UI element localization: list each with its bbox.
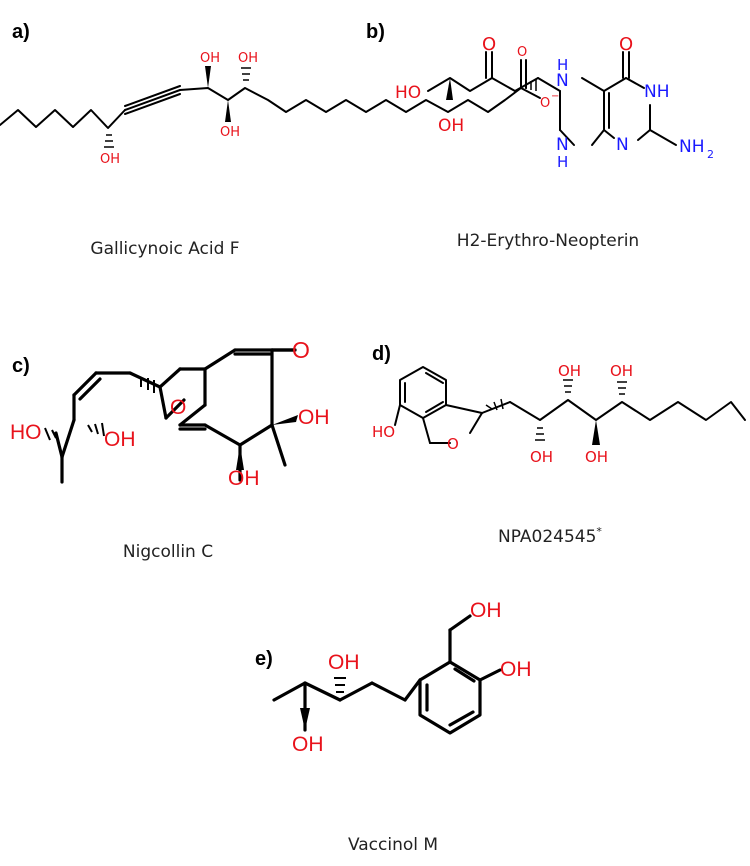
oh-label: OH bbox=[104, 428, 136, 451]
ring-o-label: O bbox=[447, 435, 459, 453]
carbonyl-o-label: O bbox=[517, 45, 527, 60]
compound-name-e: Vaccinol M bbox=[348, 835, 438, 855]
nh-label: NH bbox=[644, 82, 670, 102]
oh-label: OH bbox=[100, 152, 120, 167]
n-label: H bbox=[557, 56, 568, 74]
bonds-a bbox=[0, 59, 541, 129]
ho-label: HO bbox=[372, 423, 395, 441]
carbonyl-o-label: O bbox=[619, 34, 633, 55]
compound-name-a: Gallicynoic Acid F bbox=[90, 239, 239, 259]
ring-o-label: O bbox=[170, 396, 186, 419]
panel-label-e: e) bbox=[255, 648, 273, 670]
wedge-c1 bbox=[236, 445, 244, 470]
structure-c: c) bbox=[10, 337, 330, 562]
bonds-b bbox=[427, 51, 677, 146]
wedge-a2 bbox=[225, 100, 231, 122]
oh-label: OH bbox=[500, 658, 532, 681]
compound-name-d: NPA024545* bbox=[498, 525, 602, 547]
n-label: H bbox=[557, 153, 568, 171]
oh-label: OH bbox=[470, 599, 502, 622]
bonds-c bbox=[54, 348, 297, 484]
oh-label: OH bbox=[298, 406, 330, 429]
n-label: N bbox=[556, 135, 569, 155]
bonds-d bbox=[394, 366, 746, 444]
oh-label: OH bbox=[228, 467, 260, 490]
panel-label-c: c) bbox=[12, 355, 30, 377]
oh-label: OH bbox=[558, 362, 581, 380]
structure-a: a) OH OH OH OH O O − Gallicynoic Acid F bbox=[0, 21, 559, 259]
compound-name-b: H2-Erythro-Neopterin bbox=[457, 231, 639, 251]
hash-d bbox=[485, 379, 627, 441]
nh2-label: NH bbox=[679, 137, 705, 157]
n-label: N bbox=[616, 135, 629, 155]
wedge-d1 bbox=[592, 420, 600, 445]
ho-label: HO bbox=[10, 421, 42, 444]
ho-label: HO bbox=[395, 83, 421, 103]
subscript-2: 2 bbox=[707, 148, 714, 161]
oh-label: OH bbox=[292, 733, 324, 756]
charge-minus: − bbox=[551, 91, 559, 102]
wedge-a1 bbox=[205, 66, 211, 88]
panel-label-b: b) bbox=[366, 21, 385, 43]
oh-label: OH bbox=[220, 125, 240, 140]
n-label: N bbox=[556, 71, 569, 91]
wedge-e1 bbox=[300, 708, 310, 730]
oh-label: OH bbox=[200, 51, 220, 66]
hash-e bbox=[334, 677, 346, 693]
carbonyl-o-label: O bbox=[292, 337, 310, 363]
oh-label: OH bbox=[438, 116, 464, 136]
oh-label: OH bbox=[328, 651, 360, 674]
oh-label: OH bbox=[585, 448, 608, 466]
wedge-c2 bbox=[272, 415, 298, 425]
structure-b: b) HO OH O O H bbox=[366, 21, 714, 251]
oh-label: OH bbox=[238, 51, 258, 66]
bonds-e bbox=[272, 614, 502, 735]
carbonyl-o-label: O bbox=[482, 34, 496, 55]
hash-c bbox=[44, 377, 155, 441]
oh-label: OH bbox=[610, 362, 633, 380]
wedge-b1 bbox=[446, 78, 453, 100]
structure-e: e) OH OH OH OH Vaccinol M bbox=[255, 599, 532, 855]
panel-label-d: d) bbox=[372, 343, 391, 365]
structure-d: d) HO O OH OH OH OH NPA024545* bbox=[372, 343, 746, 547]
oh-label: OH bbox=[530, 448, 553, 466]
carboxylate-o-label: O bbox=[540, 96, 550, 111]
hash-b bbox=[525, 79, 537, 91]
compound-name-c: Nigcollin C bbox=[123, 542, 213, 562]
hash-a bbox=[104, 67, 251, 148]
panel-label-a: a) bbox=[12, 21, 30, 43]
